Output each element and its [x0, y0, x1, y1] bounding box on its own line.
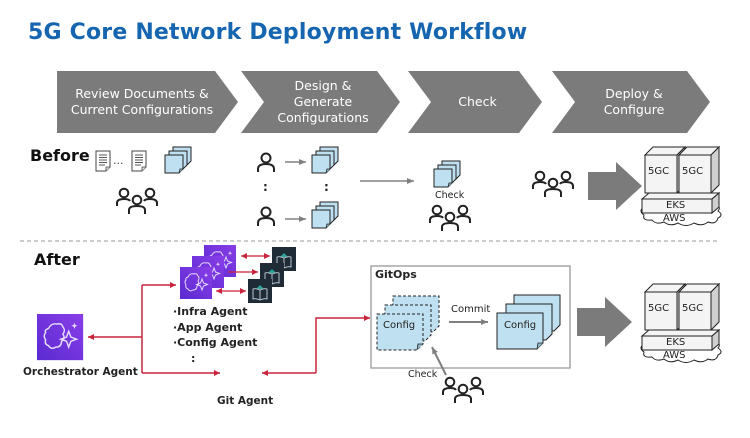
ellipsis-vertical: : — [263, 180, 268, 194]
deploy-arrow — [588, 162, 642, 210]
person-icon — [257, 206, 275, 227]
config-stack-icon — [164, 146, 192, 174]
node-5gc: 5GC — [682, 303, 704, 314]
config-stack-icon — [311, 146, 339, 174]
before-label: Before — [30, 146, 90, 165]
ellipsis-vertical: : — [324, 180, 329, 194]
step-4-label: Deploy &Configure — [603, 86, 665, 117]
commit-label: Commit — [451, 304, 491, 315]
page-title: 5G Core Network Deployment Workflow — [28, 20, 528, 45]
git-agent-label: Git Agent — [217, 395, 274, 407]
document-icon — [131, 150, 147, 172]
step-chevron-1 — [57, 71, 238, 133]
tool-icon — [247, 278, 273, 304]
node-5gc: 5GC — [682, 166, 704, 177]
step-chevron-4 — [552, 71, 710, 133]
check-label: Check — [435, 190, 465, 201]
agent-list: ·Infra Agent ·App Agent ·Config Agent : — [173, 304, 257, 366]
eks-label: EKS — [666, 337, 686, 348]
agent-item-more: : — [191, 351, 196, 365]
orchestrator-label: Orchestrator Agent — [23, 366, 138, 378]
team-icon — [429, 204, 471, 232]
person-icon — [257, 152, 275, 173]
step-chevron-3 — [408, 71, 542, 133]
team-icon — [442, 376, 484, 404]
config-stack-icon — [311, 201, 339, 229]
step-chevron-2 — [241, 71, 400, 133]
deploy-arrow — [577, 297, 632, 347]
config-stack-icon — [433, 160, 461, 188]
gitops-check-label: Check — [408, 369, 438, 380]
agent-item-infra: ·Infra Agent — [173, 305, 248, 318]
node-5gc: 5GC — [648, 303, 670, 314]
after-label: After — [34, 250, 80, 269]
aws-label: AWS — [663, 350, 686, 361]
agent-item-config: ·Config Agent — [173, 336, 258, 349]
agent-item-app: ·App Agent — [173, 320, 243, 334]
aws-label: AWS — [663, 213, 686, 224]
eks-label: EKS — [666, 200, 686, 211]
orchestrator-icon — [36, 313, 84, 361]
team-icon — [116, 187, 158, 215]
agent-icon — [179, 266, 213, 300]
node-5gc: 5GC — [648, 166, 670, 177]
ellipsis: ··· — [113, 157, 124, 170]
gitops-title: GitOps — [375, 268, 417, 281]
step-3-label: Check — [458, 94, 497, 109]
team-icon — [532, 170, 574, 198]
document-icon — [95, 150, 111, 172]
step-1-label: Review Documents &Current Configurations — [70, 86, 214, 117]
draft-config-label: Config — [383, 320, 416, 331]
committed-config-label: Config — [504, 320, 537, 331]
